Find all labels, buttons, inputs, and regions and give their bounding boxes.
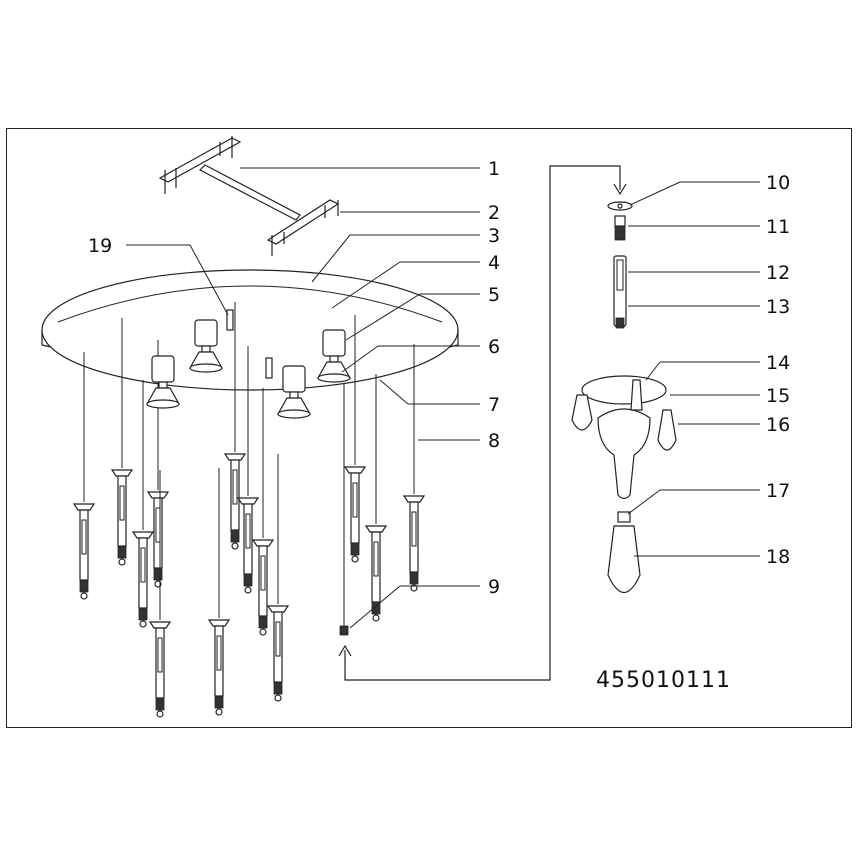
callout-15: 15 <box>766 385 790 407</box>
spotlight-group <box>146 309 351 419</box>
callout-13: 13 <box>766 296 790 318</box>
callout-7: 7 <box>488 394 500 416</box>
callout-9: 9 <box>488 576 500 598</box>
mounting-bracket <box>158 136 340 256</box>
callout-14: 14 <box>766 352 790 374</box>
assembly-arrow <box>338 165 627 681</box>
callout-1: 1 <box>488 158 500 180</box>
crystal-assembly <box>571 375 677 594</box>
callout-6: 6 <box>488 336 500 358</box>
connector-stack <box>607 201 633 329</box>
callout-17: 17 <box>766 480 790 502</box>
callout-labels: 1 2 3 4 5 6 7 8 9 10 11 12 13 14 15 16 1… <box>88 158 790 598</box>
callout-19: 19 <box>88 235 112 257</box>
diagram-frame <box>6 128 852 728</box>
callout-18: 18 <box>766 546 790 568</box>
callout-3: 3 <box>488 225 500 247</box>
callout-8: 8 <box>488 430 500 452</box>
callout-16: 16 <box>766 414 790 436</box>
leader-lines <box>126 167 760 629</box>
callout-10: 10 <box>766 172 790 194</box>
pendant-group <box>73 301 425 718</box>
callout-4: 4 <box>488 252 500 274</box>
canopy-plate <box>41 269 459 391</box>
callout-12: 12 <box>766 262 790 284</box>
callout-2: 2 <box>488 202 500 224</box>
model-number: 455010111 <box>596 668 731 693</box>
callout-11: 11 <box>766 216 790 238</box>
callout-5: 5 <box>488 284 500 306</box>
